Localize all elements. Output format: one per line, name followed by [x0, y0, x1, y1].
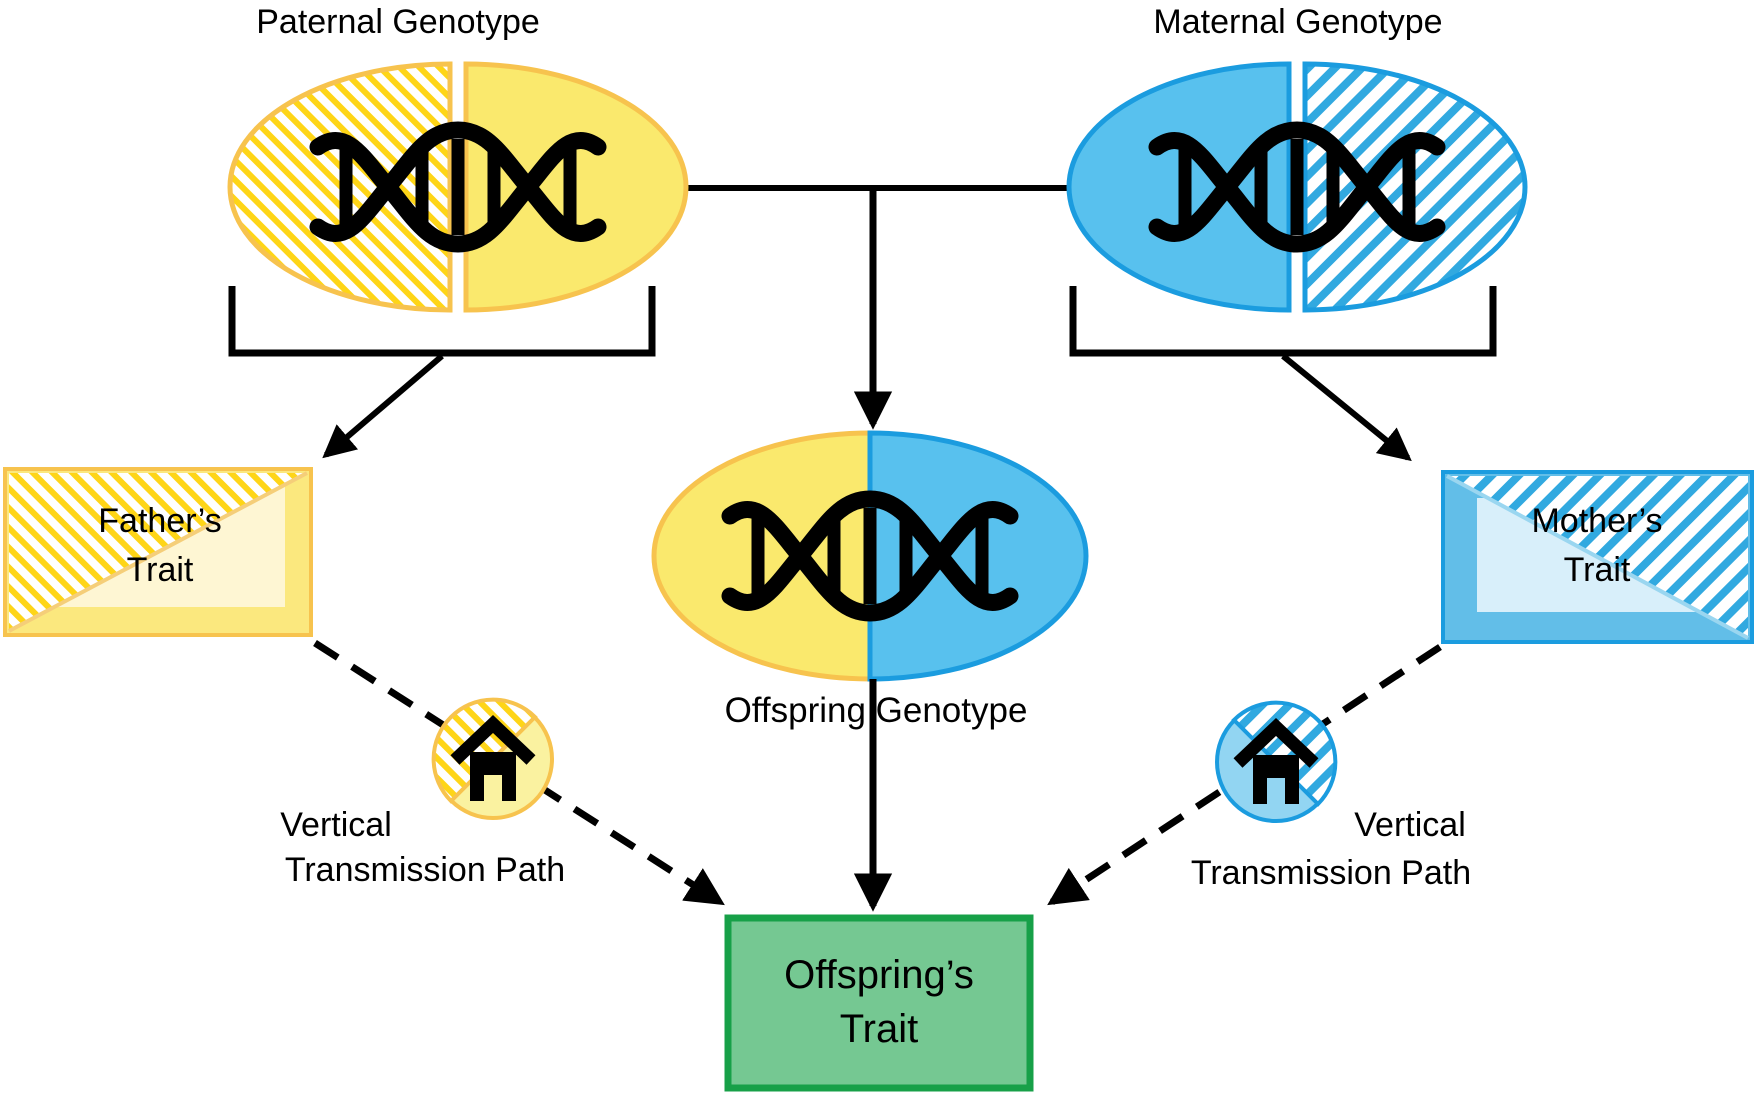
left-transmission-line2: Transmission Path	[285, 851, 565, 889]
offspring-trait-box: Offspring’s Trait	[724, 914, 1034, 1092]
mother-trait-line2: Trait	[1564, 551, 1631, 589]
maternal-transmission-badge	[1215, 700, 1338, 823]
mother-trait-arrow	[1281, 353, 1412, 462]
offspring-trait-line2: Trait	[840, 1007, 919, 1051]
paternal-genotype-label: Paternal Genotype	[256, 3, 540, 41]
father-trait-box: Father’s Trait	[3, 467, 313, 637]
maternal-genotype-label: Maternal Genotype	[1153, 3, 1442, 41]
father-trait-border	[3, 467, 313, 637]
house-icon	[1233, 718, 1319, 804]
father-trait-arrow	[322, 353, 444, 459]
left-transmission-label: Vertical Transmission Path	[280, 806, 565, 889]
mother-trait-box: Mother’s Trait	[1441, 470, 1754, 644]
house-circle-yellow-hatch	[431, 697, 538, 804]
mother-trait-line1: Mother’s	[1531, 502, 1662, 540]
paternal-genotype-ellipse	[227, 61, 689, 313]
left-transmission-line1: Vertical	[280, 806, 392, 844]
right-transmission-label: Vertical Transmission Path	[1191, 806, 1471, 892]
right-transmission-line1: Vertical	[1354, 806, 1466, 844]
maternal-genotype-ellipse	[1066, 61, 1528, 313]
paternal-transmission-badge	[431, 697, 554, 820]
house-circle-blue-hatch	[1231, 700, 1338, 807]
right-transmission-line2: Transmission Path	[1191, 854, 1471, 892]
offspring-genotype-ellipse	[651, 430, 1089, 682]
house-icon	[450, 715, 536, 801]
offspring-trait-line1: Offspring’s	[784, 953, 974, 997]
maternal-bracket	[1069, 286, 1497, 357]
mother-trait-border	[1441, 470, 1754, 644]
mother-trait-diagonal	[1446, 474, 1749, 640]
father-trait-diagonal	[8, 471, 308, 633]
paternal-bracket	[228, 286, 656, 357]
father-trait-line1: Father’s	[98, 502, 221, 540]
offspring-trait-rect	[724, 914, 1034, 1092]
father-trait-line2: Trait	[127, 551, 194, 589]
